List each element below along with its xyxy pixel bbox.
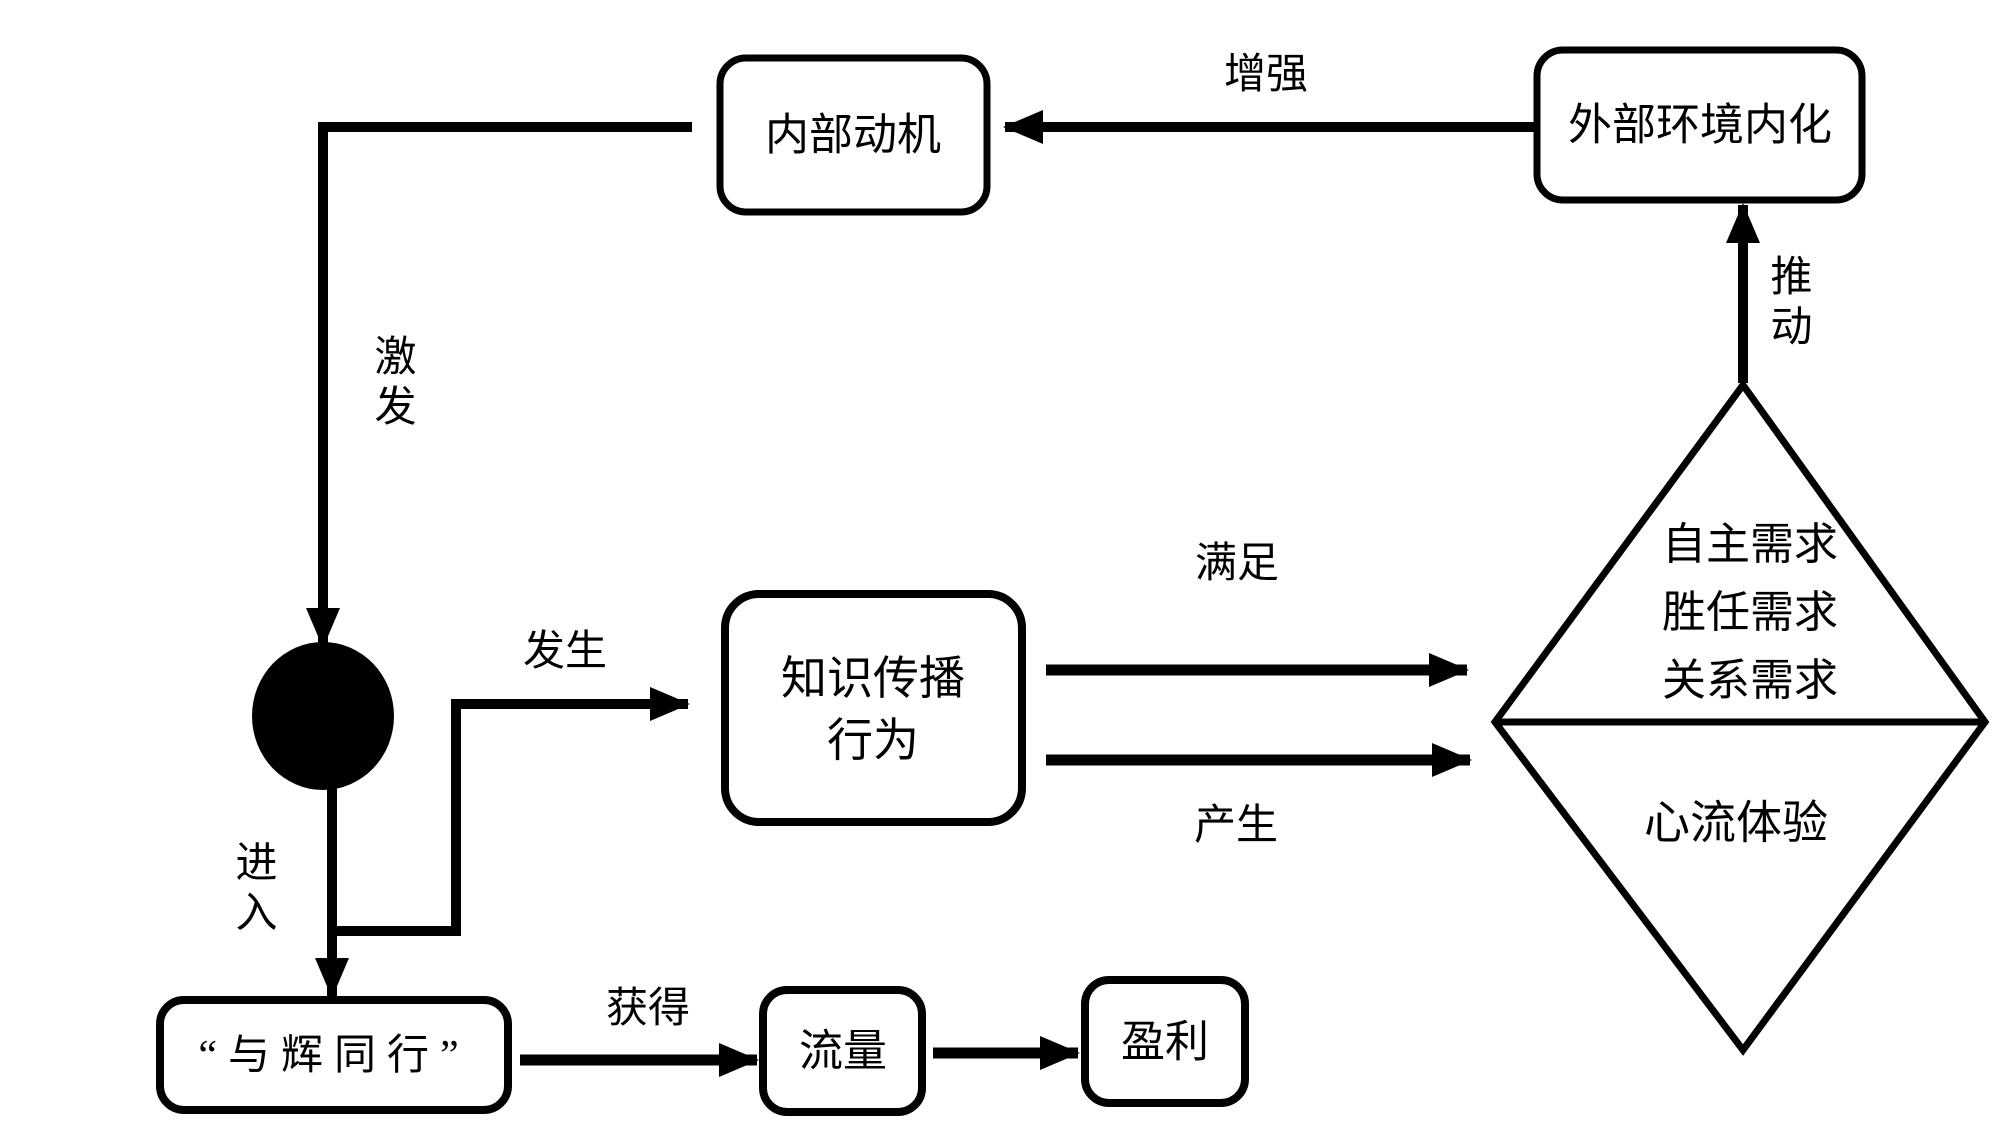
node-box-knowledge-behavior <box>721 590 1026 826</box>
node-box-yuhui <box>156 996 512 1114</box>
node-box-external-env <box>1533 46 1866 204</box>
label-flow-experience: 心流体验 <box>1644 797 1828 849</box>
edge-label-satisfy: 满足 <box>1194 540 1280 587</box>
edge-label-obtain: 获得 <box>605 985 691 1032</box>
edge-label-enhance: 增强 <box>1223 51 1309 98</box>
label-internal-motivation: 内部动机 <box>765 110 941 160</box>
label-traffic: 流量 <box>799 1026 887 1076</box>
node-box-profit <box>1081 976 1249 1107</box>
edge-label-occur: 发生 <box>522 628 608 675</box>
label-needs: 自主需求 胜任需求 关系需求 <box>1662 520 1838 705</box>
arrow-stimulate <box>306 122 692 648</box>
start-circle <box>252 642 394 790</box>
edge-label-push: 推动 <box>1764 254 1810 354</box>
edge-label-enter: 进入 <box>229 840 275 940</box>
label-profit: 盈利 <box>1121 1017 1209 1067</box>
node-box-traffic <box>759 986 926 1116</box>
needs-flow-diamond <box>1490 379 1990 1056</box>
arrow-occur <box>332 687 690 936</box>
label-knowledge-behavior: 知识传播 行为 <box>781 653 965 766</box>
edge-label-stimulate: 激发 <box>368 334 414 434</box>
node-box-internal-motivation <box>716 54 991 216</box>
label-yuhui-channel: “与辉同行” <box>198 1032 470 1079</box>
label-external-env: 外部环境内化 <box>1568 100 1832 150</box>
edge-label-produce: 产生 <box>1193 802 1279 849</box>
